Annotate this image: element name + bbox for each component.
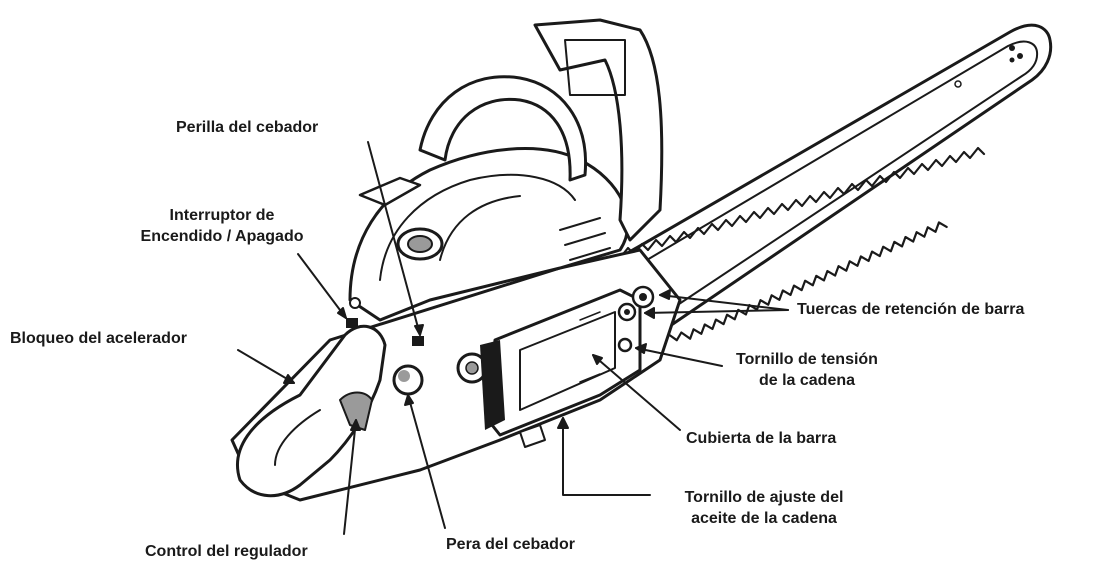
leader-lines [237,141,789,535]
label-chain-tension-screw: Tornillo de tensión de la cadena [722,349,892,391]
label-on-off-switch-line1: Interruptor de [169,207,275,224]
label-throttle-control: Control del regulador [145,543,308,560]
label-throttle-lockout: Bloqueo del acelerador [10,330,187,347]
label-bar-nuts: Tuercas de retención de barra [797,301,1025,318]
label-on-off-switch-line2: Encendido / Apagado [140,228,304,245]
label-oil-adjust-screw: Tornillo de ajuste del aceite de la cade… [654,487,874,529]
label-primer-bulb: Pera del cebador [446,536,575,553]
chainsaw-body [230,18,682,502]
guide-bar [610,23,1053,342]
label-chain-tension-screw-line2: de la cadena [758,372,856,389]
label-bar-cover: Cubierta de la barra [686,430,837,447]
label-primer-knob: Perilla del cebador [176,119,319,136]
label-on-off-switch: Interruptor de Encendido / Apagado [122,205,322,247]
label-oil-adjust-screw-line1: Tornillo de ajuste del [684,489,844,506]
label-oil-adjust-screw-line2: aceite de la cadena [691,510,837,527]
label-chain-tension-screw-line1: Tornillo de tensión [736,351,878,368]
